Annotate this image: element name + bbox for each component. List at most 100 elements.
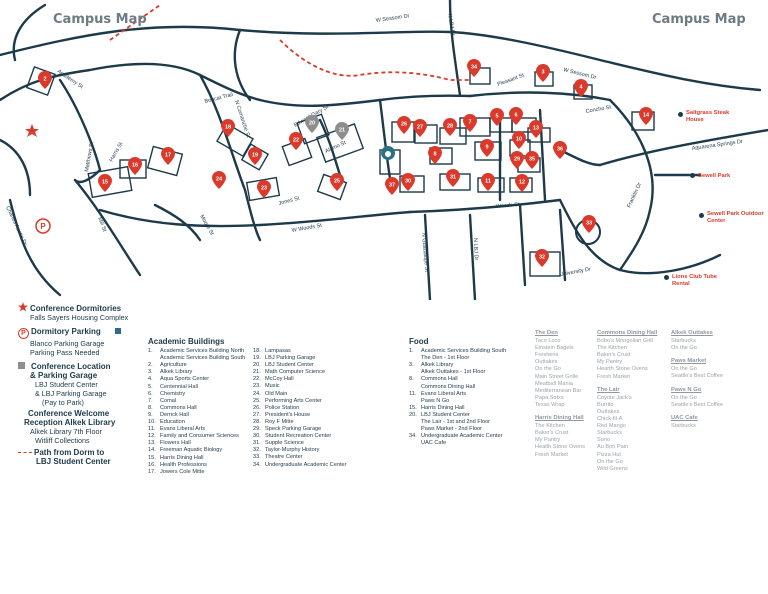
building-pin-icon[interactable]: 37 [385,177,399,195]
academic-label[interactable]: Freeman Aquatic Biology [160,447,223,454]
academic-label[interactable]: Centennial Hall [160,383,198,390]
building-pin-icon[interactable]: 10 [512,131,526,149]
building-pin-icon[interactable]: 24 [212,171,226,189]
building-pin-icon[interactable]: 35 [525,151,539,169]
academic-label[interactable]: Family and Consumer Sciences [160,433,239,440]
academic-label[interactable]: Undergraduate Academic Center [265,461,347,468]
ext-lions-club[interactable]: Lions Club Tube Rental [672,274,717,287]
building-pin-icon[interactable]: 6 [509,107,523,125]
academic-label[interactable]: Student Recreation Center [265,433,332,440]
academic-label[interactable]: Derrick Hall [160,411,189,418]
building-pin-icon[interactable]: 27 [413,119,427,137]
academic-label[interactable]: Taylor-Murphy History [265,447,320,454]
food-label[interactable]: Paws Market - 2nd Floor [421,426,482,433]
venue-heading: UAC Cafe [671,414,698,421]
academic-label[interactable]: Evans Liberal Arts [160,426,206,433]
academic-label[interactable]: Aqua Sports Center [160,376,210,383]
building-pin-icon[interactable]: 7 [463,114,477,132]
academic-label[interactable]: Chemistry [160,390,186,397]
academic-label[interactable]: Health Professions [160,461,207,468]
ext-sewell-outdoor[interactable]: Sewell Park Outdoor Center [707,211,764,224]
building-pin-icon[interactable]: 14 [639,107,653,125]
building-pin-icon[interactable]: 12 [515,174,529,192]
food-label[interactable]: Alkek Outtakes - 1st Floor [421,369,486,376]
food-label[interactable]: Evans Liberal Arts [421,390,467,397]
ext-saltgrass[interactable]: Saltgrass Steak House [686,110,730,123]
academic-label[interactable]: Agriculture [160,362,187,369]
building-pin-icon[interactable]: 17 [161,147,175,165]
food-label[interactable]: Commons Hall [421,376,458,383]
academic-label[interactable]: Roy F Mitte [265,418,294,425]
building-pin-icon[interactable]: 5 [490,108,504,126]
building-pin-icon[interactable]: 31 [446,169,460,187]
building-pin-icon[interactable]: 11 [481,173,495,191]
academic-label[interactable]: Performing Arts Center [265,397,322,404]
academic-label[interactable]: LBJ Student Center [265,362,314,369]
food-label[interactable]: UAC Cafe [421,440,447,447]
building-pin-icon[interactable]: 19 [248,147,262,165]
building-pin-icon[interactable]: 3 [536,64,550,82]
building-pin-icon[interactable]: 15 [97,173,112,192]
dormitory-star-icon[interactable] [25,124,39,137]
venue-heading: Commons Dining Hall [597,330,658,336]
building-pin-icon[interactable]: 21 [335,122,349,140]
building-pin-icon[interactable]: 25 [330,173,344,191]
lions-club-marker-icon[interactable] [664,275,669,280]
building-pin-icon[interactable]: 26 [397,116,411,134]
parking-p-icon[interactable]: P [35,218,51,234]
food-label[interactable]: Paws N Go [421,397,450,404]
academic-label[interactable]: Academic Services Building South [160,355,246,362]
academic-label[interactable]: President's House [265,411,311,418]
academic-label[interactable]: Commons Hall [160,404,197,411]
food-label[interactable]: Harris Dining Hall [421,404,465,411]
food-label[interactable]: LBJ Student Center [421,411,470,418]
building-pin-icon[interactable]: 28 [443,118,457,136]
building-pin-icon[interactable]: 2 [38,71,52,89]
building-pin-icon[interactable]: 32 [535,249,549,267]
academic-label[interactable]: Lampasas [265,348,291,354]
sewell-park-marker-icon[interactable] [690,173,695,178]
building-pin-icon[interactable]: 8 [428,146,442,164]
building-pin-icon[interactable]: 20 [305,115,319,133]
academic-number: 17. [148,468,156,475]
academic-label[interactable]: Academic Services Building North [160,348,245,355]
academic-label[interactable]: LBJ Parking Garage [265,355,316,362]
academic-label[interactable]: Theatre Center [265,454,303,461]
food-label[interactable]: The Den - 1st Floor [421,355,470,362]
food-label[interactable]: Academic Services Building South [421,348,507,355]
academic-label[interactable]: Supple Science [265,440,304,447]
building-pin-icon[interactable]: 16 [128,157,142,175]
academic-label[interactable]: McCoy Hall [265,376,294,383]
academic-label[interactable]: Education [160,419,185,426]
saltgrass-marker-icon[interactable] [678,112,683,117]
academic-label[interactable]: Music [265,383,280,390]
academic-label[interactable]: Math Computer Science [265,369,326,376]
food-label[interactable]: Commons Dining Hall [421,383,476,390]
building-pin-icon[interactable]: 22 [289,132,303,150]
food-label[interactable]: The Lair - 1st and 2nd Floor [421,419,491,426]
academic-label[interactable]: Jowers Cole Mitte [160,468,205,475]
building-pin-icon[interactable]: 4 [574,79,588,97]
building-pin-icon[interactable]: 36 [553,141,567,159]
welcome-reception-pin-icon[interactable] [381,146,396,168]
building-pin-icon[interactable]: 29 [510,151,524,169]
academic-label[interactable]: Old Main [265,390,288,397]
academic-label[interactable]: Comal [160,397,177,404]
academic-label[interactable]: Speck Parking Garage [265,426,322,433]
food-label[interactable]: Undergraduate Academic Center [421,433,503,440]
ext-sewell-park[interactable]: Sewell Park [698,173,731,179]
building-pin-icon[interactable]: 30 [401,173,415,191]
building-pin-icon[interactable]: 23 [257,180,271,198]
academic-label[interactable]: Alkek Library [160,369,193,376]
building-pin-icon[interactable]: 34 [467,59,481,77]
academic-row: 9.Derrick Hall [148,412,258,419]
building-pin-icon[interactable]: 18 [221,119,235,137]
building-pin-icon[interactable]: 9 [480,139,494,157]
academic-label[interactable]: Flowers Hall [160,440,191,447]
academic-label[interactable]: Harris Dining Hall [160,454,204,461]
sewell-outdoor-marker-icon[interactable] [699,213,704,218]
building-pin-icon[interactable]: 13 [529,120,543,138]
food-label[interactable]: Alkek Library [421,362,454,369]
building-pin-icon[interactable]: 33 [582,215,596,233]
academic-label[interactable]: Police Station [265,404,300,411]
